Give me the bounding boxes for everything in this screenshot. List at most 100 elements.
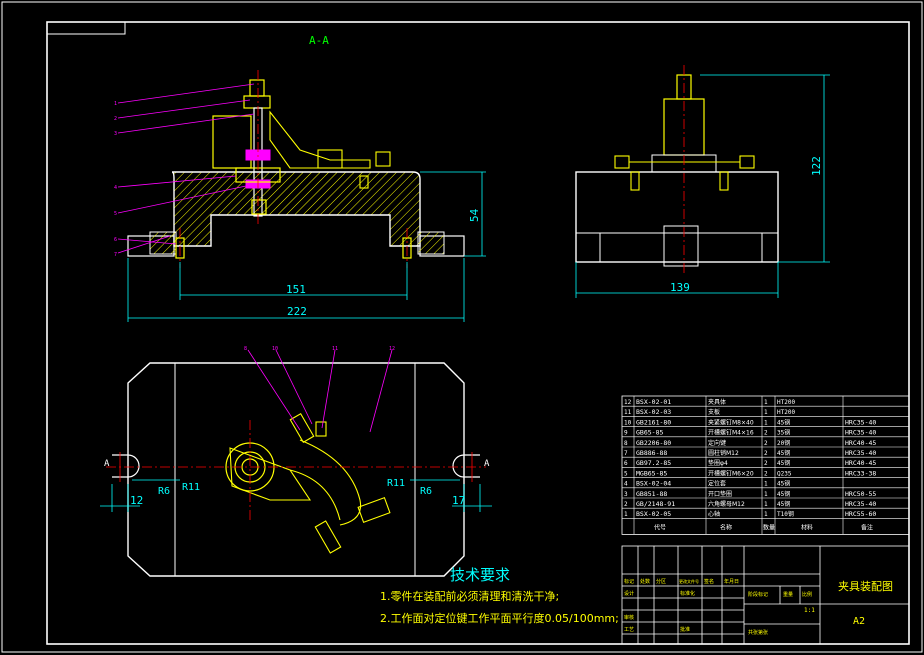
bom-cell-note: HRC40-45 xyxy=(845,439,876,447)
dim-222: 222 xyxy=(287,305,307,318)
bom-cell-code: GB/2148-91 xyxy=(636,500,675,508)
bom-cell-qty: 2 xyxy=(764,450,768,457)
bom-cell-note: HRC35-40 xyxy=(845,449,876,457)
bom-cell-name: 圆柱销M12 xyxy=(708,449,739,457)
bom-cell-qty: 1 xyxy=(764,501,768,508)
r11-left: R11 xyxy=(182,482,200,493)
leader-12: 12 xyxy=(389,346,395,352)
bom-cell-qty: 1 xyxy=(764,419,768,426)
bom-cell-mat: 45钢 xyxy=(777,490,790,498)
bom-cell-note: HRC35-40 xyxy=(845,429,876,437)
bom-cell-mat: 45钢 xyxy=(777,459,790,467)
bom-cell-code: GB65-85 xyxy=(636,429,663,437)
lbl-zone: 分区 xyxy=(656,578,666,585)
leader-11: 11 xyxy=(332,346,338,352)
bom-cell-qty: 1 xyxy=(764,481,768,488)
dim-122: 122 xyxy=(810,156,823,176)
tech-req-line-2: 2.工作面对定位键工作平面平行度0.05/100mm; xyxy=(380,611,619,625)
side-view-dimensions xyxy=(575,74,830,298)
bom-cell-name: 心轴 xyxy=(708,510,720,518)
bom-header-qty: 数量 xyxy=(763,523,775,531)
leader-7: 7 xyxy=(114,252,117,258)
bom-cell-code: GB851-88 xyxy=(636,490,667,498)
bom-cell-code: MGB65-85 xyxy=(636,469,667,477)
lbl-design: 设计 xyxy=(624,590,634,597)
r6-left: R6 xyxy=(158,486,170,497)
lbl-change: 更改文件号 xyxy=(679,578,699,584)
bom-cell-code: BSX-02-04 xyxy=(636,480,671,488)
bom-cell-mat: 45钢 xyxy=(777,449,790,457)
scale-value: 1:1 xyxy=(804,607,815,614)
bom-cell-note: HRC33-38 xyxy=(845,469,876,477)
lbl-std: 标准化 xyxy=(680,590,695,597)
bom-cell-no: 5 xyxy=(624,470,628,477)
bom-cell-mat: HT200 xyxy=(777,399,795,406)
leader-6: 6 xyxy=(114,237,117,243)
leader-2: 2 xyxy=(114,116,117,122)
top-view-dimensions xyxy=(100,479,492,512)
bom-header-mat: 材料 xyxy=(801,523,813,531)
bom-cell-no: 12 xyxy=(624,399,632,406)
bom-cell-qty: 2 xyxy=(764,430,768,437)
bom-cell-name: 夹紧螺钉M8×40 xyxy=(708,418,754,426)
bom-cell-code: BSX-02-03 xyxy=(636,408,671,416)
bom-cell-no: 11 xyxy=(624,409,632,416)
lbl-review: 审核 xyxy=(624,614,634,621)
lbl-count: 处数 xyxy=(640,578,650,585)
bom-cell-name: 定向键 xyxy=(708,439,726,447)
dim-54: 54 xyxy=(468,208,481,222)
lbl-approve: 批准 xyxy=(680,626,690,633)
bom-header-note: 备注 xyxy=(861,523,873,531)
top-view-leaders xyxy=(247,349,393,433)
bom-cell-name: 支板 xyxy=(708,408,720,416)
r11-right: R11 xyxy=(387,478,405,489)
lbl-process: 工艺 xyxy=(624,627,634,633)
bom-cell-note: HRC50-55 xyxy=(845,490,876,498)
top-view-leader-numbers: 8 10 11 12 xyxy=(244,346,395,352)
title-block-text: 夹具装配图 A2 1:1 标记 处数 分区 更改文件号 签名 年月日 设计 标准… xyxy=(624,578,893,636)
bom-cell-mat: T10钢 xyxy=(777,510,794,518)
bom-cell-code: GB886-88 xyxy=(636,449,667,457)
bom-cell-no: 4 xyxy=(624,481,628,488)
bom-cell-name: 垫圈φ4 xyxy=(708,459,728,467)
title-block xyxy=(621,545,910,645)
bom-cell-mat: 45钢 xyxy=(777,500,790,508)
bom-header-name: 名称 xyxy=(720,523,732,531)
bom-cell-qty: 2 xyxy=(764,470,768,477)
front-view-dimensions xyxy=(127,171,486,322)
bom-cell-name: 六角螺母M12 xyxy=(708,500,745,508)
lbl-mark: 标记 xyxy=(624,578,634,585)
bom-cell-qty: 2 xyxy=(764,440,768,447)
bom-cell-no: 7 xyxy=(624,450,628,457)
bom-cell-no: 3 xyxy=(624,491,628,498)
bom-cell-no: 8 xyxy=(624,440,628,447)
bom-cell-qty: 1 xyxy=(764,491,768,498)
cut-mark-left: A xyxy=(104,459,110,469)
leader-10: 10 xyxy=(272,346,278,352)
lbl-sheets: 共张第张 xyxy=(748,629,768,636)
tech-req-title: 技术要求 xyxy=(450,566,510,584)
r6-right: R6 xyxy=(420,486,432,497)
bom-cell-no: 9 xyxy=(624,430,628,437)
top-view xyxy=(106,362,486,577)
leader-1: 1 xyxy=(114,101,117,107)
leader-4: 4 xyxy=(114,185,117,191)
leader-8: 8 xyxy=(244,346,247,352)
lbl-stage: 阶段标记 xyxy=(748,591,768,598)
bom-cell-no: 10 xyxy=(624,419,632,426)
tech-req-line-1: 1.零件在装配前必须清理和清洗干净; xyxy=(380,589,559,603)
lbl-weight: 重量 xyxy=(783,591,793,598)
dim-151: 151 xyxy=(286,283,306,296)
bom-cell-mat: 35钢 xyxy=(777,429,790,437)
bom-header-code: 代号 xyxy=(654,523,666,531)
cut-mark-right: A xyxy=(484,459,490,469)
bom-cell-note: HRC35-40 xyxy=(845,500,876,508)
bom-cell-note: HRC40-45 xyxy=(845,459,876,467)
bom-cell-code: GB97.2-85 xyxy=(636,459,671,467)
bom-cell-name: 开口垫圈 xyxy=(708,490,732,498)
lbl-ratio: 比例 xyxy=(802,591,812,598)
bom-cell-no: 2 xyxy=(624,501,628,508)
